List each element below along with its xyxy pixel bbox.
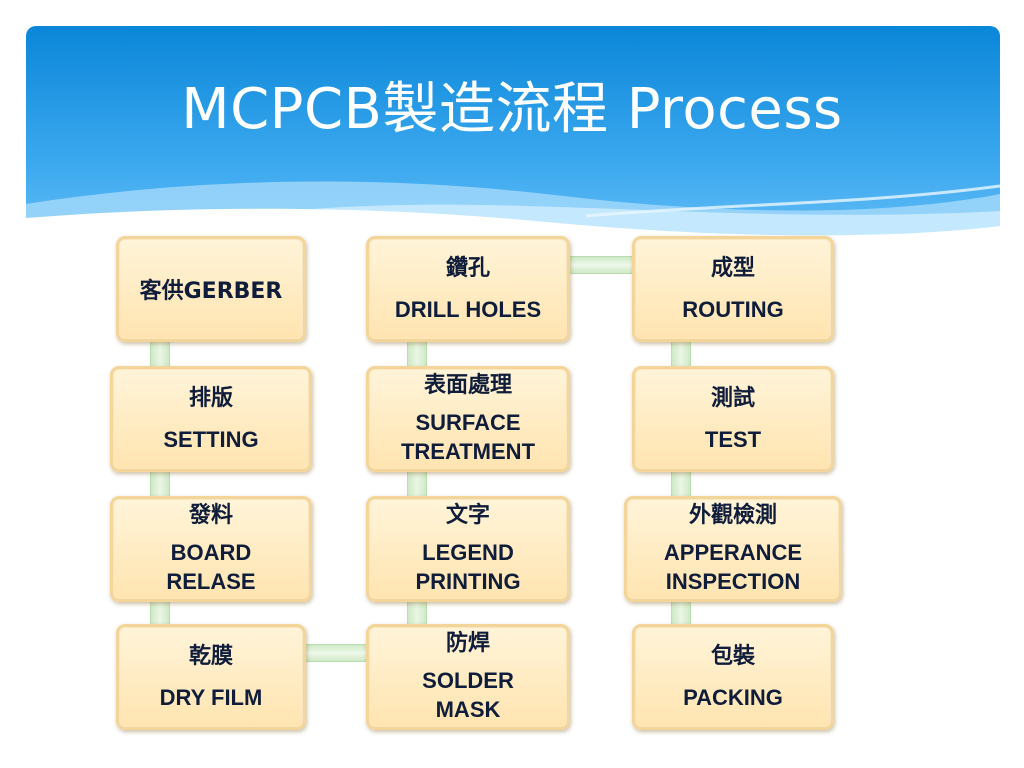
step-dry-film-en: DRY FILM	[159, 684, 263, 710]
step-surface-treatment-zh: 表面處理	[423, 372, 512, 398]
step-appearance-inspection: 外觀檢測 APPERANCE INSPECTION	[624, 496, 842, 602]
step-setting-zh: 排版	[188, 384, 233, 411]
step-appearance-inspection-zh: 外觀檢測	[688, 502, 777, 528]
step-routing-zh: 成型	[710, 254, 755, 281]
step-packing-en: PACKING	[683, 684, 783, 710]
step-legend-printing-en: LEGEND PRINTING	[415, 540, 521, 594]
step-drill-holes: 鑽孔 DRILL HOLES	[366, 236, 570, 342]
step-legend-printing: 文字 LEGEND PRINTING	[366, 496, 570, 602]
step-routing: 成型 ROUTING	[632, 236, 834, 342]
step-setting-en: SETTING	[163, 426, 259, 452]
step-drill-holes-en: DRILL HOLES	[394, 296, 542, 322]
step-solder-mask-en: SOLDER MASK	[422, 668, 514, 722]
step-gerber: 客供GERBER	[116, 236, 306, 342]
step-board-release-en: BOARD RELASE	[166, 540, 256, 594]
step-packing: 包裝 PACKING	[632, 624, 834, 730]
step-packing-zh: 包裝	[710, 642, 755, 669]
step-solder-mask: 防焊 SOLDER MASK	[366, 624, 570, 730]
step-routing-en: ROUTING	[682, 296, 784, 322]
step-setting: 排版 SETTING	[110, 366, 312, 472]
step-drill-holes-zh: 鑽孔	[445, 254, 490, 281]
step-solder-mask-zh: 防焊	[445, 630, 490, 656]
step-appearance-inspection-en: APPERANCE INSPECTION	[663, 540, 803, 594]
step-test-en: TEST	[704, 426, 762, 452]
step-gerber-label: 客供GERBER	[139, 279, 283, 304]
step-board-release-zh: 發料	[188, 502, 233, 528]
slide-title: MCPCB製造流程 Process	[181, 77, 843, 142]
step-test-zh: 測試	[710, 384, 755, 411]
step-test: 測試 TEST	[632, 366, 834, 472]
step-legend-printing-zh: 文字	[445, 502, 490, 528]
step-surface-treatment: 表面處理 SURFACE TREATMENT	[366, 366, 570, 472]
step-dry-film: 乾膜 DRY FILM	[116, 624, 306, 730]
connector-drill-routing	[566, 256, 638, 274]
step-board-release: 發料 BOARD RELASE	[110, 496, 312, 602]
step-surface-treatment-en: SURFACE TREATMENT	[400, 410, 536, 464]
connector-dry-film-solder-mask	[300, 644, 376, 662]
step-dry-film-zh: 乾膜	[188, 642, 233, 669]
